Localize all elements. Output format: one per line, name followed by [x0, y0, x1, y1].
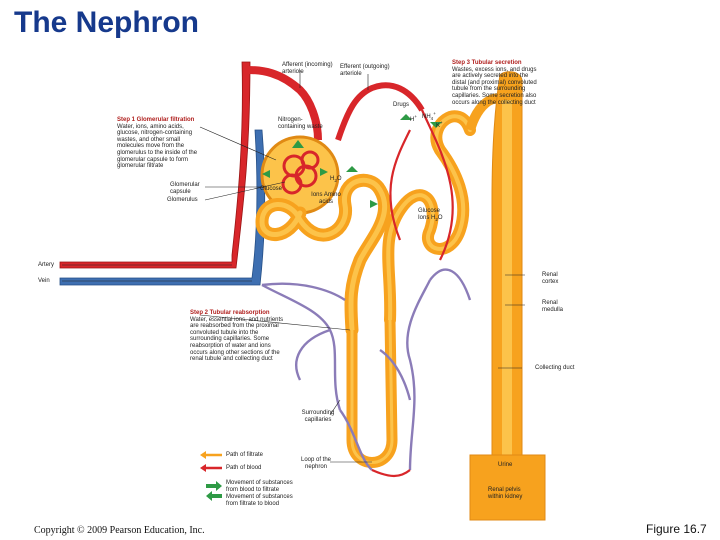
- capillary-network: [261, 268, 472, 471]
- loop-label: Loop of the nephron: [300, 457, 332, 470]
- glomerulus-knot: [281, 150, 320, 195]
- drugs-label: Drugs: [393, 102, 410, 108]
- renal-pelvis-label: Renal pelvis within kidney: [488, 487, 523, 500]
- urine-label: Urine: [498, 462, 513, 468]
- movement-arrows: [262, 114, 442, 208]
- surrounding-capillaries-label: Surrounding capillaries: [301, 410, 335, 423]
- step3-text: Wastes, excess ions, and drugs are activ…: [452, 66, 537, 106]
- step2-text: Water, essential ions, and nutrients are…: [190, 316, 284, 363]
- legend-blood: Path of blood: [226, 465, 262, 471]
- artery-vessel: [59, 61, 251, 269]
- step1-title: Step 1 Glomerular filtration: [117, 117, 195, 123]
- leader-lines: [62, 70, 525, 463]
- copyright: Copyright © 2009 Pearson Education, Inc.: [34, 525, 205, 536]
- legend-filtrate: Path of filtrate: [226, 452, 264, 458]
- nitrogen-label: Nitrogen-containing waste: [278, 117, 323, 130]
- vein-label: Vein: [38, 278, 50, 284]
- legend-arrows: [200, 451, 222, 501]
- red-capillaries: [371, 109, 454, 478]
- renal-pelvis-shape: [469, 454, 546, 521]
- h-ion-label: H+: [410, 114, 417, 123]
- water-mid-label: H2O: [330, 176, 342, 184]
- renal-cortex-label: Renal cortex: [542, 272, 559, 285]
- legend-to-blood: Movement of substances from filtrate to …: [226, 494, 293, 507]
- afferent-label: Afferent (incoming) arteriole: [282, 62, 333, 75]
- glucose-ions-water-label: Glucose Ions H2O: [418, 208, 443, 222]
- loop-of-nephron: [346, 319, 398, 468]
- afferent-arteriole: [247, 66, 322, 141]
- efferent-arteriole: [335, 82, 425, 141]
- step2-block: Step 2 Tubular reabsorption Water, essen…: [190, 310, 288, 363]
- artery-label: Artery: [38, 262, 55, 268]
- glomerulus-label: Glomerulus: [167, 197, 198, 203]
- k-ion-label: K+: [436, 120, 443, 129]
- step2-title: Step 2 Tubular reabsorption: [190, 310, 270, 316]
- glucose-left-label: Glucose: [260, 186, 283, 192]
- step1-text: Water, ions, amino acids, glucose, nitro…: [117, 123, 198, 170]
- legend-to-filtrate: Movement of substances from blood to fil…: [226, 480, 293, 493]
- collecting-duct-label: Collecting duct: [535, 365, 575, 371]
- page-title: The Nephron: [14, 6, 199, 39]
- renal-medulla-label: Renal medulla: [542, 300, 564, 313]
- figure-label: Figure 16.7: [646, 522, 707, 536]
- nh4-label: NH4+: [422, 111, 436, 122]
- efferent-label: Efferent (outgoing) arteriole: [340, 64, 390, 77]
- ions-amino-label: Ions Amino acids: [311, 192, 341, 205]
- step3-block: Step 3 Tubular secretion Wastes, excess …: [452, 60, 540, 106]
- step1-block: Step 1 Glomerular filtration Water, ions…: [117, 117, 205, 170]
- glomerular-capsule-label: Glomerular capsule: [170, 182, 200, 195]
- step3-title: Step 3 Tubular secretion: [452, 60, 522, 66]
